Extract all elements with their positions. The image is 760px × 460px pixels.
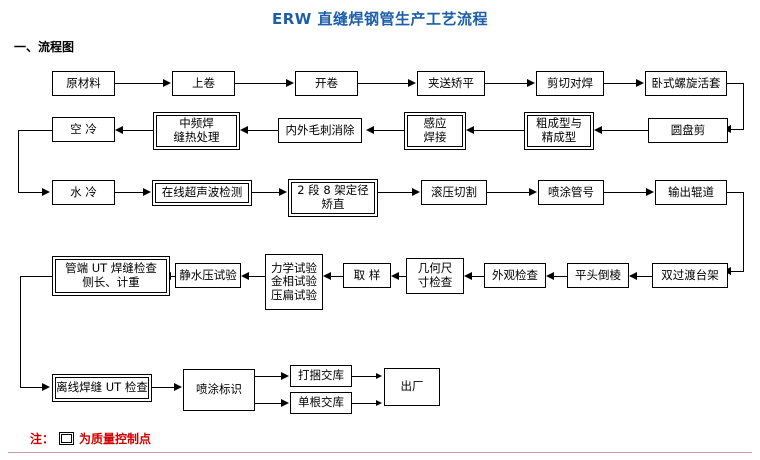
node-label: 上卷 (192, 75, 215, 90)
node-label: 单根交库 (298, 395, 344, 410)
node-label: 中频焊 缝热处理 (173, 116, 220, 144)
node-label: 在线超声波检测 (161, 185, 243, 200)
node-sampling[interactable]: 取 样 (343, 263, 391, 288)
node-geometric-dimension-check[interactable]: 几何尺 寸检查 (406, 258, 464, 294)
node-induction-welding[interactable]: 感应 焊接 (404, 112, 466, 150)
node-mechanical-metallographic-flattening-tests[interactable]: 力学试验 金相试验 压扁试验 (265, 254, 323, 310)
node-label: 力学试验 金相试验 压扁试验 (271, 260, 317, 302)
node-label: 粗成型与 精成型 (536, 116, 582, 144)
node-label: 感应 焊接 (423, 116, 447, 144)
node-label: 原材料 (66, 75, 101, 90)
node-label: 水 冷 (70, 184, 97, 199)
node-hydrostatic-test[interactable]: 静水压试验 (175, 263, 241, 288)
node-shear-butt-welding[interactable]: 剪切对焊 (536, 71, 604, 96)
legend-prefix: 注： (30, 432, 55, 446)
node-label: 喷涂标识 (196, 382, 242, 397)
node-burr-removal[interactable]: 内外毛刺消除 (278, 118, 362, 143)
node-pipe-number-spraying[interactable]: 喷涂管号 (538, 180, 604, 205)
node-sizing-straightening[interactable]: 2 段 8 架定径 矫直 (288, 179, 378, 217)
node-shipment[interactable]: 出厂 (384, 368, 440, 406)
node-label: 静水压试验 (179, 267, 237, 282)
node-air-cooling[interactable]: 空 冷 (52, 117, 115, 142)
node-disc-shear[interactable]: 圆盘剪 (648, 118, 728, 143)
node-raw-material[interactable]: 原材料 (52, 71, 115, 96)
node-pipe-end-ut-inspection[interactable]: 管端 UT 焊缝检查 侧长、计重 (52, 256, 170, 296)
node-label: 内外毛刺消除 (285, 122, 355, 137)
legend-note: 注： 为质量控制点 (30, 430, 151, 447)
node-coil-loading[interactable]: 上卷 (172, 71, 235, 96)
node-label: 几何尺 寸检查 (417, 261, 453, 289)
node-end-facing-beveling[interactable]: 平头倒棱 (567, 263, 629, 288)
node-label: 打捆交库 (298, 368, 344, 383)
node-horizontal-spiral-accumulator[interactable]: 卧式螺旋活套 (645, 71, 727, 96)
node-rough-fine-forming[interactable]: 粗成型与 精成型 (524, 112, 594, 150)
footer-divider (8, 452, 752, 453)
node-label: 开卷 (315, 75, 338, 90)
node-label: 离线焊缝 UT 检查 (56, 380, 148, 395)
node-label: 输出辊道 (668, 184, 714, 199)
node-roll-cutting[interactable]: 滚压切割 (421, 180, 487, 205)
node-label: 外观检查 (492, 267, 538, 282)
node-single-pipe-warehousing[interactable]: 单根交库 (290, 392, 352, 414)
node-label: 剪切对焊 (547, 75, 593, 90)
node-label: 平头倒棱 (575, 267, 621, 282)
section-heading: 一、流程图 (14, 40, 75, 54)
node-uncoiling[interactable]: 开卷 (295, 71, 358, 96)
node-offline-weld-ut-inspection[interactable]: 离线焊缝 UT 检查 (52, 374, 152, 402)
node-water-cooling[interactable]: 水 冷 (52, 180, 115, 205)
node-double-transfer-rack[interactable]: 双过渡台架 (652, 263, 728, 288)
node-pinch-leveling[interactable]: 夹送矫平 (417, 71, 485, 96)
node-label: 喷涂管号 (548, 184, 594, 199)
node-label: 滚压切割 (431, 184, 477, 199)
node-label: 卧式螺旋活套 (651, 75, 721, 90)
node-appearance-inspection[interactable]: 外观检查 (484, 263, 546, 288)
node-label: 双过渡台架 (661, 267, 719, 282)
node-output-roller-table[interactable]: 输出辊道 (655, 180, 727, 205)
node-weld-seam-heat-treatment[interactable]: 中频焊 缝热处理 (153, 112, 240, 150)
node-marking-spraying[interactable]: 喷涂标识 (183, 369, 255, 411)
node-online-ultrasonic-testing[interactable]: 在线超声波检测 (152, 180, 252, 206)
node-label: 管端 UT 焊缝检查 侧长、计重 (65, 261, 157, 289)
node-label: 出厂 (400, 379, 424, 394)
node-label: 取 样 (353, 267, 381, 282)
legend-text: 为质量控制点 (79, 432, 152, 446)
page-title: ERW 直缝焊钢管生产工艺流程 (271, 10, 489, 28)
node-label: 圆盘剪 (670, 122, 706, 137)
double-square-icon (59, 432, 75, 445)
node-label: 空 冷 (70, 121, 97, 136)
node-label: 2 段 8 架定径 矫直 (297, 183, 369, 211)
node-label: 夹送矫平 (428, 75, 474, 90)
node-bundle-warehousing[interactable]: 打捆交库 (290, 365, 352, 387)
